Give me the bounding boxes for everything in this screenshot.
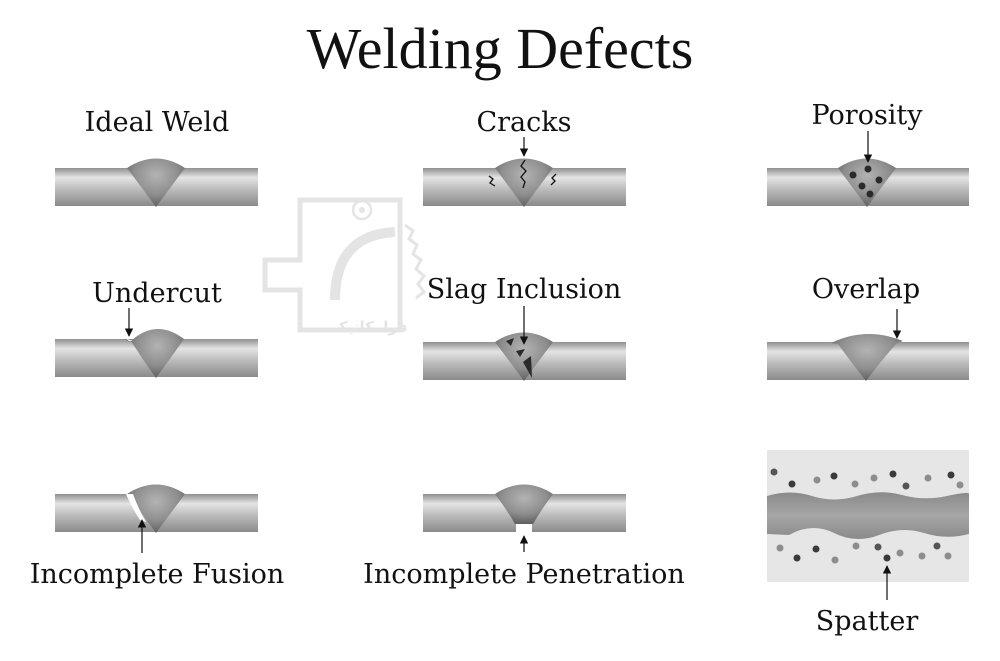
watermark-logo: فرامکانیک	[262, 197, 427, 336]
label-overlap: Overlap	[812, 274, 920, 305]
spatter-dot	[830, 472, 838, 480]
spatter-dot	[883, 554, 891, 562]
spatter-dot	[812, 545, 820, 553]
panel-cracks: Cracks	[423, 107, 626, 207]
label-incomplete-penetration: Incomplete Penetration	[363, 559, 685, 590]
panel-ideal-weld: Ideal Weld	[55, 107, 258, 207]
spatter-dot	[947, 471, 955, 479]
spatter-dot	[870, 474, 878, 482]
slag-piece	[516, 349, 525, 357]
label-spatter: Spatter	[816, 606, 919, 637]
label-porosity: Porosity	[811, 100, 923, 131]
spatter-dot	[770, 468, 778, 476]
spatter-dot	[813, 476, 821, 484]
spatter-dot	[956, 481, 964, 489]
watermark-logo-shape	[262, 197, 403, 333]
label-cracks: Cracks	[476, 107, 571, 138]
weld-band	[767, 492, 970, 540]
spatter-dot	[851, 480, 859, 488]
watermark-gear-icon	[351, 199, 373, 221]
spatter-dot	[852, 542, 860, 550]
panel-incomplete-penetration: Incomplete Penetration	[363, 484, 685, 590]
spatter-dot	[788, 480, 796, 488]
pore	[864, 165, 872, 173]
weld-bead	[127, 484, 185, 533]
panel-porosity: Porosity	[767, 100, 969, 207]
label-ideal-weld: Ideal Weld	[85, 107, 230, 138]
weld-bead	[495, 158, 553, 207]
crack-line	[520, 159, 527, 189]
panel-undercut: Undercut	[55, 278, 258, 378]
watermark-cog-edge	[404, 223, 427, 300]
undercut-notch	[125, 338, 134, 343]
pore	[849, 171, 857, 179]
slag-piece	[523, 356, 532, 378]
weld-bead	[127, 158, 185, 207]
label-incomplete-fusion: Incomplete Fusion	[30, 559, 285, 590]
spatter-dot	[924, 474, 932, 482]
page-title: Welding Defects	[307, 16, 694, 81]
pore	[875, 176, 883, 184]
panel-overlap: Overlap	[767, 274, 969, 381]
spatter-dot	[874, 543, 882, 551]
spatter-dot	[944, 552, 952, 560]
crack-right	[550, 173, 557, 186]
panel-spatter: Spatter	[767, 450, 970, 637]
spatter-dot	[902, 482, 910, 490]
spatter-dot	[933, 542, 941, 550]
label-undercut: Undercut	[92, 278, 222, 309]
spatter-dots	[770, 468, 964, 564]
panel-slag-inclusion: Slag Inclusion	[423, 274, 626, 381]
fusion-gap	[126, 494, 146, 522]
spatter-dot	[776, 544, 784, 552]
pore	[858, 182, 866, 190]
spatter-dot	[793, 554, 801, 562]
pore	[866, 190, 874, 198]
spatter-dot	[918, 552, 926, 560]
label-slag-inclusion: Slag Inclusion	[427, 274, 621, 305]
weld-bead	[495, 332, 553, 381]
watermark-text: فرامکانیک	[332, 318, 407, 336]
spatter-dot	[896, 549, 904, 557]
panel-incomplete-fusion: Incomplete Fusion	[30, 484, 285, 590]
slag-piece	[506, 338, 514, 346]
watermark-logo-curve	[330, 227, 396, 301]
weld-bead	[838, 158, 896, 207]
watermark-gear-hub	[359, 207, 365, 213]
penetration-gap	[516, 524, 532, 532]
spatter-dot	[831, 556, 839, 564]
weld-bead-overlap	[831, 333, 903, 381]
spatter-dot	[889, 470, 897, 478]
weld-bead	[131, 328, 184, 378]
weld-bead	[495, 484, 553, 524]
crack-left	[488, 175, 496, 187]
